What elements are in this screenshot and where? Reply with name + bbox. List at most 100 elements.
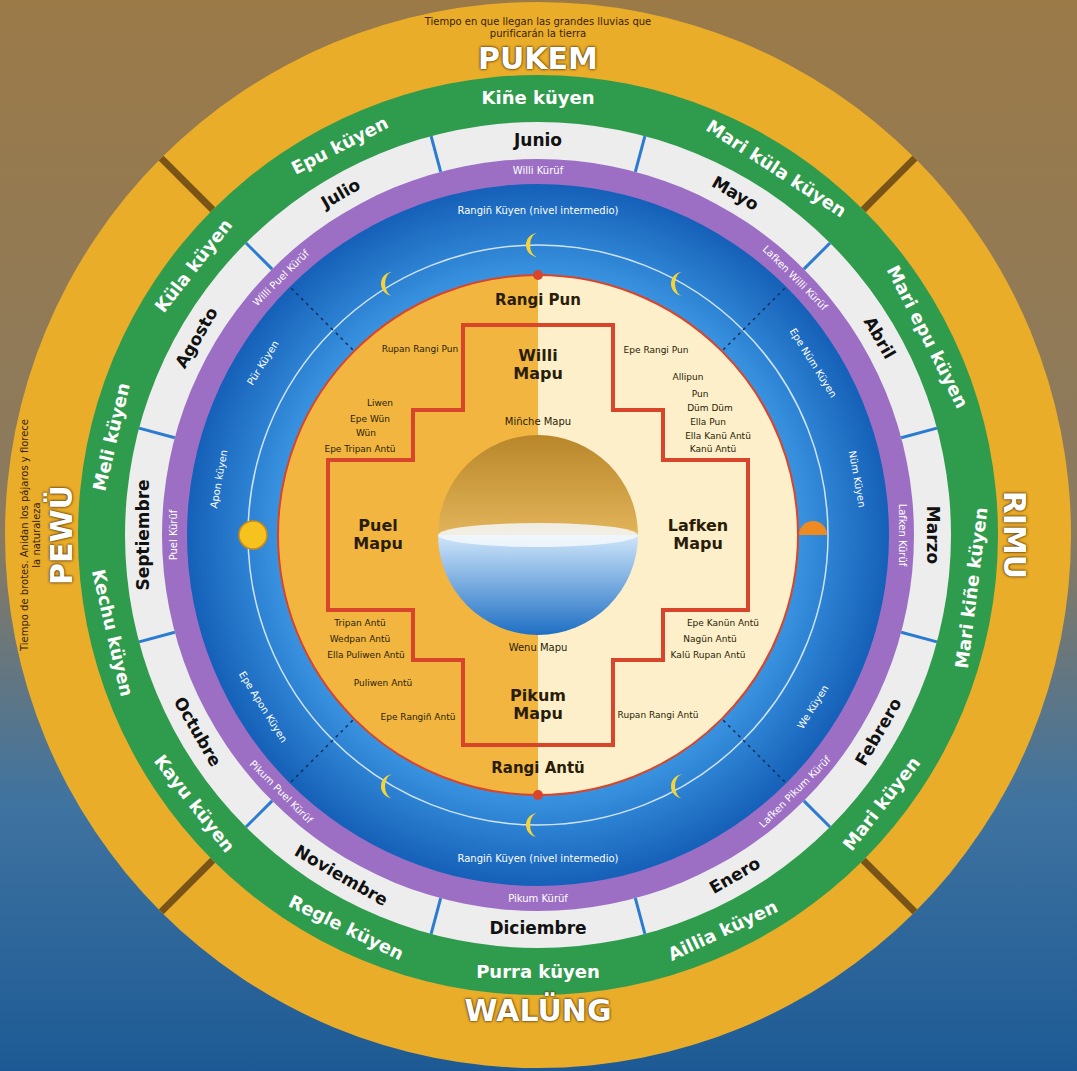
month-tick <box>804 801 830 827</box>
sun-position: Epe Kanün Antü <box>687 618 759 628</box>
direction-name: Pikum Puel Kürüf <box>247 759 315 827</box>
month-name: Febrero <box>852 695 906 769</box>
month-name: Junio <box>514 131 562 151</box>
season-divider <box>161 158 213 210</box>
month-name: Diciembre <box>489 919 586 939</box>
globe-equator <box>438 523 638 547</box>
month-tick <box>635 136 645 172</box>
direction-name: Puel Kürüf <box>168 510 180 561</box>
moon-phase: Epe Apon Küyen <box>237 669 290 744</box>
moon-phase: Rangiñ Küyen (nivel intermedio) <box>457 853 618 865</box>
world-name: Wenu Mapu <box>509 642 568 654</box>
sun-position: Kalü Rupan Antü <box>671 650 746 660</box>
direction-line <box>291 288 353 350</box>
direction-name: Lafken Kürüf <box>896 504 908 567</box>
month-name: Agosto <box>172 304 222 372</box>
month-name: Mayo <box>708 173 762 215</box>
world-name: Lafken Mapu <box>666 517 730 552</box>
sun-position: Rupan Rangi Antü <box>618 710 699 720</box>
month-name: Octubre <box>169 694 224 770</box>
month-tick <box>901 632 937 642</box>
moon-phase: Apon küyen <box>208 449 230 509</box>
moon-symbol <box>381 272 393 296</box>
month-tick <box>139 632 175 642</box>
sun-position: Ella Puliwen Antü <box>327 650 405 660</box>
moon-name: Mari küla küyen <box>702 116 849 222</box>
moon-name: Kiñe küyen <box>482 88 595 109</box>
sun-position: Allipun <box>673 372 704 382</box>
sun-position: Kanü Antü <box>690 444 737 454</box>
direction-name: Lafken Pikum Kürüf <box>757 754 833 830</box>
moon-name: Kayu küyen <box>149 751 238 857</box>
month-tick <box>804 243 830 269</box>
season-name: WALÜNG <box>464 994 611 1029</box>
season-divider <box>863 158 915 210</box>
season-note: Tiempo en que llegan las grandes lluvias… <box>418 16 658 39</box>
direction-ring <box>162 159 914 911</box>
world-name: Puel Mapu <box>346 517 410 552</box>
moon-name: Mari küyen <box>839 753 925 855</box>
direction-name: Lafken Willi Kürüf <box>761 243 830 312</box>
sun-position: Rupan Rangi Pun <box>382 344 458 354</box>
moon-phase: Nüm Küyen <box>846 449 867 508</box>
moon-name: Kechu küyen <box>87 568 136 699</box>
world-name: Willi Mapu <box>506 347 570 382</box>
season-ring <box>5 2 1071 1068</box>
moon-phase: Epe Nüm Küyen <box>787 327 839 401</box>
sun-position: Wedpan Antü <box>330 634 391 644</box>
moon-name: Aillia küyen <box>665 897 781 966</box>
month-tick <box>431 136 441 172</box>
zenith-dot <box>533 270 543 280</box>
moon-symbol <box>671 272 683 296</box>
world-arm: Pikum Mapu <box>502 684 574 725</box>
month-name: Enero <box>706 854 764 899</box>
direction-line <box>723 288 785 350</box>
sun-position: Epe Tripan Antü <box>324 444 395 454</box>
season-divider <box>161 860 213 912</box>
stepped-cross <box>328 325 748 745</box>
season-name: RIMU <box>997 491 1032 579</box>
month-tick <box>431 898 441 934</box>
month-name: Marzo <box>922 506 942 564</box>
sun-position: Ella Kanü Antü <box>685 431 751 441</box>
sun-position: Pun <box>692 389 709 399</box>
world-name: Miñche Mapu <box>505 416 571 428</box>
sun-position: Düm Düm <box>687 403 733 413</box>
month-tick <box>246 801 272 827</box>
month-tick <box>246 243 272 269</box>
moon-symbol <box>671 774 683 798</box>
direction-name: Willi Kürüf <box>513 165 563 177</box>
season-name: PEWÜ <box>45 485 80 585</box>
sun-position: Epe Wün <box>350 414 390 424</box>
sun-position: Epe Rangiñ Antü <box>381 712 456 722</box>
world-name: Pikum Mapu <box>506 687 570 722</box>
moon-name: Purra küyen <box>476 962 600 983</box>
moon-name: Mari kiñe küyen <box>952 506 992 670</box>
sky-point: Rangi Antü <box>491 760 585 777</box>
world-arm: Puel Mapu <box>342 514 414 555</box>
sun-position: Liwen <box>367 398 393 408</box>
month-ring <box>125 122 951 948</box>
month-name: Julio <box>318 175 364 213</box>
sun-position: Ella Pun <box>690 417 726 427</box>
sun-position: Tripan Antü <box>334 618 385 628</box>
moon-name: Regle küyen <box>286 891 408 964</box>
globe-lower <box>438 535 638 635</box>
month-tick <box>139 428 175 438</box>
moon-symbol <box>381 774 393 798</box>
moon-symbol <box>526 813 538 837</box>
direction-line <box>723 720 785 782</box>
globe-upper <box>438 435 638 535</box>
nadir-dot <box>533 790 543 800</box>
season-note: Tiempo de brotes. Anidan los pájaros y f… <box>19 415 42 655</box>
moon-name: Meli küyen <box>90 381 135 493</box>
sun-symbol <box>239 521 267 549</box>
moon-ring <box>187 184 889 886</box>
moon-name-ring <box>78 75 998 995</box>
direction-name: Pikum Kürüf <box>508 893 568 905</box>
season-name: PUKEM <box>478 42 598 77</box>
disk-outline <box>278 275 798 795</box>
